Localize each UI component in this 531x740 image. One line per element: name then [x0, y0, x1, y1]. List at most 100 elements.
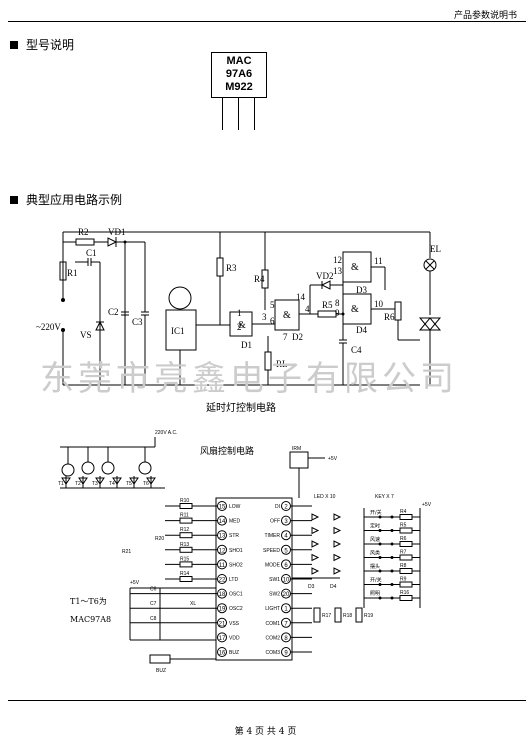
key-label: 定时: [370, 523, 380, 530]
and-gate-symbol: &: [283, 310, 291, 321]
header-title: 产品参数说明书: [453, 11, 517, 21]
key-switch-icon: [378, 542, 382, 546]
label-RL: RL: [276, 359, 288, 369]
led-icon: [311, 567, 320, 575]
triac-label: T3: [92, 481, 98, 487]
ic-pin-name: OSC2: [229, 606, 243, 612]
resistor-label: R7: [400, 550, 407, 556]
triac-label: T4: [109, 481, 115, 487]
ic-pin-name: COM3: [266, 650, 281, 656]
circuit2-note-2: MAC97A8: [70, 615, 111, 624]
ic-pin-circle: [281, 617, 291, 628]
r21-label: R21: [122, 549, 131, 555]
resistor: [179, 561, 193, 568]
chip-pin: [222, 98, 223, 130]
key-switch-icon: [378, 596, 382, 600]
and-gate-symbol: &: [351, 304, 359, 315]
label-C1: C1: [86, 248, 97, 258]
label-VS: VS: [80, 330, 92, 340]
label-VD1: VD1: [108, 227, 126, 237]
key-label: KEY X 7: [375, 494, 394, 500]
circuit2-title: 风扇控制电路: [200, 445, 254, 457]
ic-pin-number: 21: [219, 621, 226, 627]
key-switch-icon: [378, 556, 382, 559]
ic-pin-name: VSS: [229, 621, 240, 627]
ic-pin-name: OSC1: [229, 592, 243, 598]
label-D3: D3: [356, 285, 367, 295]
key-label: 照明: [370, 591, 380, 597]
supply-label: +5V: [130, 580, 140, 586]
footer-rule: [8, 700, 526, 701]
key-switch-icon: [390, 556, 394, 559]
pin-label: 6: [270, 316, 275, 326]
ic-pin-circle: [281, 647, 291, 657]
label-EL: EL: [430, 244, 441, 254]
key-switch-icon: [378, 515, 382, 519]
ic-pin-number: 20: [283, 592, 290, 598]
ic-pin-number: 7: [284, 621, 288, 627]
resistor-label: R12: [180, 527, 189, 533]
resistor: [399, 581, 413, 588]
triac-symbol: [61, 477, 71, 485]
pin-label: 7: [283, 332, 288, 342]
ic-pin-number: 14: [219, 519, 226, 525]
label-R6: R6: [384, 312, 395, 322]
r20-label: R20: [155, 536, 164, 542]
ic-pin-number: 4: [284, 534, 288, 540]
key-label: 开/关: [370, 577, 382, 584]
ic-pin-name: MODE: [265, 562, 281, 568]
capacitor-label: C7: [150, 601, 157, 607]
ic-pin-circle: [217, 544, 227, 555]
resistor-label: R11: [180, 513, 189, 519]
ic-pin-name: COM2: [266, 635, 281, 641]
ic-pin-circle: [281, 588, 291, 599]
triac-label: T1: [58, 481, 64, 487]
ic-pin-number: 6: [284, 563, 288, 569]
ic-pin-circle: [281, 574, 291, 584]
resistor: [399, 554, 413, 561]
ic-pin-number: 12: [219, 548, 226, 554]
triac-label: T6: [143, 481, 149, 487]
ic-pin-circle: [217, 574, 227, 584]
resistor-label: R13: [180, 542, 189, 548]
ic-pin-number: 16: [219, 651, 226, 657]
r18-label: R18: [343, 613, 352, 619]
label-R3: R3: [226, 263, 237, 273]
resistor: [179, 532, 193, 539]
ic-pin-number: 9: [284, 651, 288, 657]
section-circuits: 典型应用电路示例: [10, 191, 122, 208]
label-R1: R1: [67, 268, 78, 278]
ic-pin-circle: [217, 588, 227, 599]
ic-pin-name: SPEED: [263, 548, 280, 554]
ic-pin-number: 19: [219, 607, 226, 613]
resistor-label: R5: [400, 523, 407, 529]
key-label: 风速: [370, 537, 380, 543]
header-rule: [8, 21, 526, 22]
resistor-label: R8: [400, 563, 407, 569]
label-C4: C4: [351, 345, 362, 355]
key-switch-icon: [378, 569, 382, 573]
ic-pin-circle: [217, 647, 227, 657]
ic-pin-name: SHO1: [229, 548, 243, 554]
section-model-title: 型号说明: [26, 38, 75, 52]
ic-pin-name: MED: [229, 519, 241, 525]
led-icon: [333, 553, 342, 562]
resistor: [399, 595, 413, 601]
and-gate-symbol: &: [238, 320, 246, 331]
triac-label: T5: [126, 481, 132, 487]
supply-label: +5V: [328, 456, 338, 462]
led-icon: [333, 513, 342, 521]
ic-pin-number: 3: [284, 519, 288, 525]
ic-pin-circle: [217, 617, 227, 628]
page-number: 第 4 页 共 4 页: [234, 727, 297, 737]
label-VD2: VD2: [316, 271, 334, 281]
label-D1: D1: [241, 340, 252, 350]
resistor-label: R9: [400, 577, 407, 583]
ic-pin-number: 15: [219, 505, 226, 511]
led-icon: [311, 513, 320, 521]
section-circuits-title: 典型应用电路示例: [26, 193, 123, 207]
ic-pin-circle: [281, 544, 291, 555]
ic-pin-name: STR: [229, 533, 239, 539]
led-icon: [311, 526, 320, 535]
key-switch-icon: [390, 515, 394, 519]
